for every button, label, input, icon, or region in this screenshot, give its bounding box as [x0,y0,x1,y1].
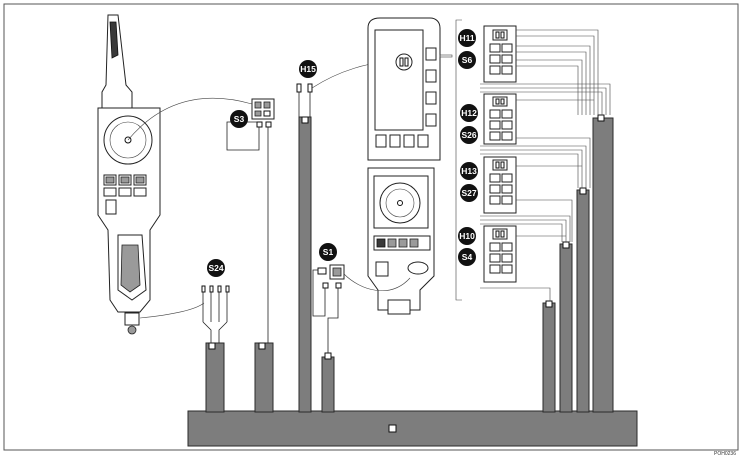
harness-branch-h11 [592,117,614,413]
harness-trunk [187,410,638,447]
connector-h13-trunk [579,187,587,195]
connector-s24-trunk [208,342,216,350]
label-h12: H12 [460,104,478,122]
harness-branch-h13 [576,189,590,413]
connector-s4-trunk [545,300,553,308]
control-console [367,17,441,315]
label-s27: S27 [460,184,478,202]
svg-text:S27: S27 [461,188,476,198]
control-lever [97,14,253,335]
connector-s24-group [201,285,230,343]
svg-text:S24: S24 [208,263,223,273]
diagram-frame [3,3,739,451]
label-s4: S4 [458,248,476,266]
switch-group-h10-s4 [480,215,571,301]
trunk-connector [388,424,397,433]
label-h13: H13 [460,162,478,180]
label-s24: S24 [207,259,225,277]
svg-text:S6: S6 [462,55,473,65]
connector-h15-trunk [301,116,309,124]
svg-text:H11: H11 [459,33,474,43]
label-s26: S26 [460,126,478,144]
svg-text:S1: S1 [323,247,334,257]
svg-text:H13: H13 [461,166,477,176]
label-h11: H11 [458,29,476,47]
switch-group-h13-s27 [480,145,587,242]
svg-text:H15: H15 [300,64,316,74]
label-s3: S3 [230,110,248,128]
harness-branch-s24 [205,342,225,413]
switch-group-h11-s6 [483,25,599,115]
harness-branch-h10 [559,243,573,413]
switch-group-h12-s26 [480,83,611,188]
harness-branch-s4 [542,302,556,413]
svg-text:H10: H10 [459,231,475,241]
harness-branch-s1 [321,356,335,413]
svg-text:S4: S4 [462,252,473,262]
svg-text:S3: S3 [234,114,245,124]
connector-h11-trunk [597,114,605,122]
connector-s3-group [226,98,275,343]
connector-s1-group [312,264,411,353]
svg-text:H12: H12 [461,108,477,118]
switch-panel [439,19,462,301]
main-harness [187,114,638,447]
label-h10: H10 [458,227,476,245]
connector-s3-trunk [258,342,266,350]
label-s1: S1 [319,243,337,261]
connector-s1-trunk [324,352,332,360]
harness-branch-h15 [298,116,312,413]
connector-h10-trunk [562,241,570,249]
harness-branch-s3 [254,342,274,413]
svg-text:S26: S26 [461,130,476,140]
figure-id: POH0236 [714,451,736,457]
label-h15: H15 [299,60,317,78]
label-s6: S6 [458,51,476,69]
